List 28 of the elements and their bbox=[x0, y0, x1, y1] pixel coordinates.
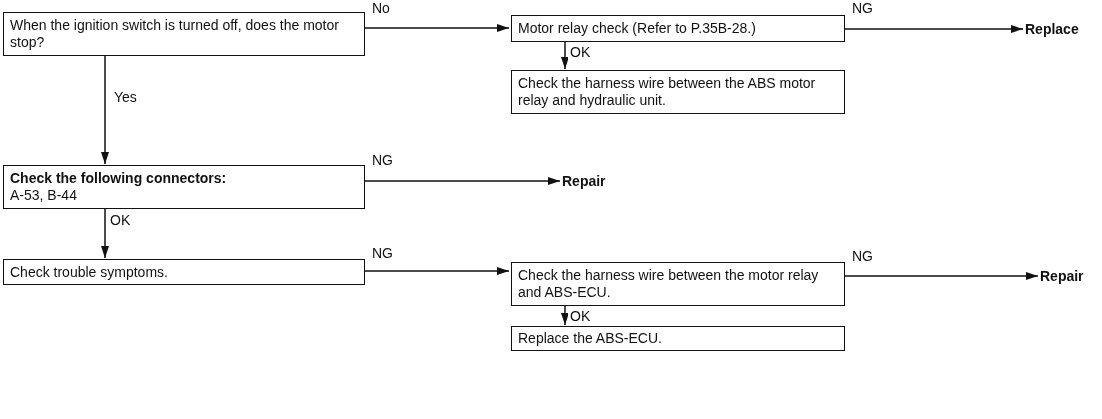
arrow bbox=[561, 41, 569, 70]
box-text: Check the harness wire between the motor relay and ABS-ECU. bbox=[518, 267, 820, 301]
process-box bbox=[511, 15, 845, 42]
process-box bbox=[511, 70, 845, 114]
box-text: Check trouble symptoms. bbox=[10, 263, 169, 281]
arrow bbox=[844, 25, 1024, 33]
box-text: Motor relay check (Refer to P.35B-28.) bbox=[518, 20, 757, 37]
process-box bbox=[511, 326, 845, 351]
box-text: Replace the ABS-ECU. bbox=[518, 330, 663, 347]
arrow bbox=[844, 272, 1039, 280]
arrow bbox=[364, 177, 561, 185]
box-text: When the ignition switch is turned off, does the motor stop? bbox=[10, 17, 340, 51]
process-box bbox=[3, 165, 365, 209]
outcome-text: Replace bbox=[1025, 20, 1095, 38]
arrow bbox=[101, 208, 109, 259]
process-box bbox=[511, 262, 845, 306]
arrow bbox=[364, 267, 510, 275]
arrow bbox=[364, 24, 510, 32]
outcome-text: Repair bbox=[1040, 267, 1100, 285]
process-box bbox=[3, 259, 365, 285]
box-text: Check the following connectors: bbox=[10, 170, 228, 187]
box-text: A-53, B-44 bbox=[10, 187, 78, 204]
process-box bbox=[3, 12, 365, 56]
box-text: Check the harness wire between the ABS motor relay and hydraulic unit. bbox=[518, 75, 817, 109]
outcome-text: Repair bbox=[562, 172, 622, 190]
arrow bbox=[101, 55, 109, 165]
edge-label: OK bbox=[568, 45, 593, 61]
arrow bbox=[561, 305, 569, 326]
